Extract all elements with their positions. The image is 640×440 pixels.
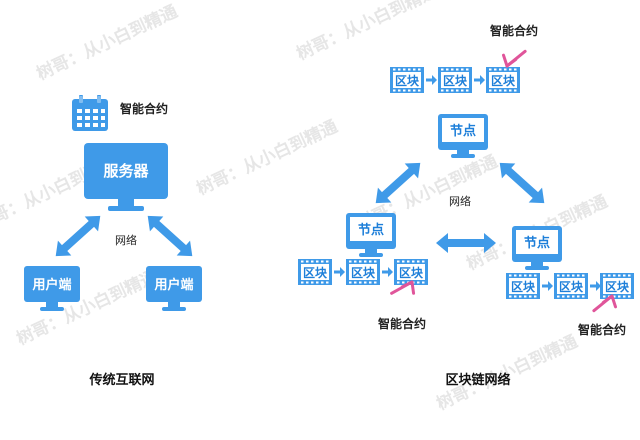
block-label: 区块 bbox=[303, 265, 328, 280]
server-label: 服务器 bbox=[103, 162, 149, 180]
double-arrow-icon bbox=[141, 208, 199, 264]
pointer-arrow-icon bbox=[497, 42, 527, 72]
traditional-diagram: 智能合约 服务器 网络 用户端 用户端 传统互联网 bbox=[24, 95, 202, 388]
chain-arrow-icon bbox=[474, 75, 485, 85]
network-label: 网络 bbox=[115, 233, 137, 247]
chain-arrow-icon bbox=[334, 267, 345, 277]
chain-arrow-icon bbox=[542, 281, 553, 291]
block-label: 区块 bbox=[395, 73, 420, 88]
chain-arrow-icon bbox=[426, 75, 437, 85]
node-label: 节点 bbox=[524, 235, 550, 251]
double-arrow-icon bbox=[436, 233, 496, 253]
calendar-label: 智能合约 bbox=[119, 101, 168, 116]
node-label: 节点 bbox=[450, 123, 476, 139]
right-contract-label: 智能合约 bbox=[577, 322, 626, 337]
blockchain-caption: 区块链网络 bbox=[445, 372, 510, 388]
block-label: 区块 bbox=[511, 279, 536, 294]
client-left-label: 用户端 bbox=[31, 277, 71, 293]
client-right-label: 用户端 bbox=[153, 277, 193, 293]
block-label: 区块 bbox=[443, 73, 468, 88]
block-label: 区块 bbox=[399, 265, 424, 280]
chain-arrow-icon bbox=[590, 281, 601, 291]
block-label: 区块 bbox=[351, 265, 376, 280]
chain-arrow-icon bbox=[382, 267, 393, 277]
double-arrow-icon bbox=[493, 155, 551, 211]
watermark-text: 树哥：从小白到精通 bbox=[193, 116, 341, 200]
traditional-caption: 传统互联网 bbox=[88, 372, 154, 388]
calendar-icon bbox=[72, 95, 108, 131]
watermarks: 树哥：从小白到精通 树哥：从小白到精通 树哥：从小白到精通 树哥：从小白到精通 … bbox=[0, 0, 611, 415]
block-label: 区块 bbox=[559, 279, 584, 294]
blockchain-network-label: 网络 bbox=[449, 194, 471, 208]
block-label: 区块 bbox=[605, 279, 630, 294]
node-label: 节点 bbox=[358, 222, 384, 238]
block-label: 区块 bbox=[491, 73, 516, 88]
double-arrow-icon bbox=[49, 208, 107, 264]
watermark-text: 树哥：从小白到精通 bbox=[33, 1, 181, 85]
blockchain-diagram: 智能合约 区块 区块 区块 节点 网络 节点 区块 区块 区块 智能合约 bbox=[298, 23, 634, 388]
left-contract-label: 智能合约 bbox=[377, 316, 426, 331]
top-contract-label: 智能合约 bbox=[489, 23, 538, 38]
watermark-text: 树哥：从小白到精通 bbox=[293, 0, 441, 65]
